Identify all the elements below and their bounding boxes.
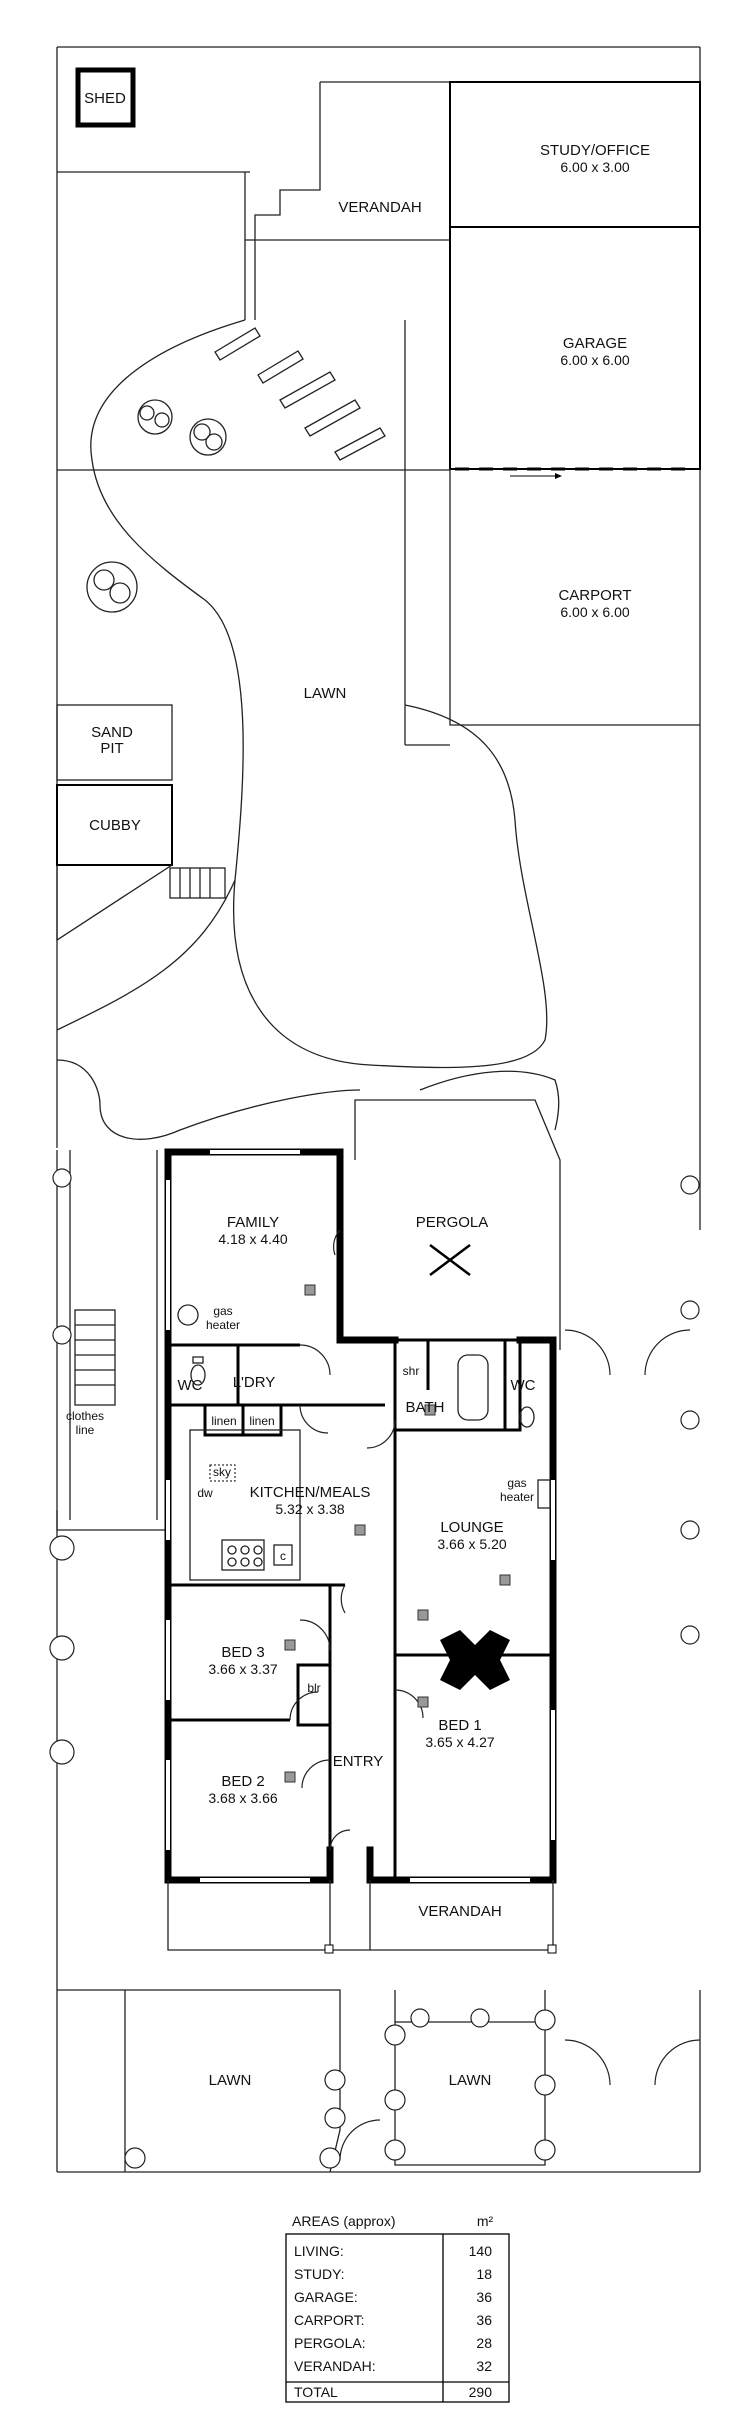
bath-label: BATH — [406, 1399, 445, 1416]
rear-lawn: LAWN — [56, 319, 560, 1140]
family-gas-heater-label-1: gas — [213, 1304, 232, 1318]
kitchen-dimensions: 5.32 x 3.38 — [275, 1501, 344, 1517]
areas-row-label: GARAGE: — [294, 2289, 358, 2305]
clothes-line: clothes line — [56, 1150, 170, 1531]
front-lawn-left: LAWN — [57, 1989, 346, 2173]
sand-pit: SAND PIT — [56, 704, 173, 781]
rear-lawn-label: LAWN — [304, 685, 347, 702]
laundry-label: L'DRY — [233, 1374, 276, 1391]
bed2-dimensions: 3.68 x 3.66 — [208, 1790, 277, 1806]
areas-row-label: PERGOLA: — [294, 2335, 366, 2351]
cubby: CUBBY — [56, 784, 226, 942]
areas-row-label: CARPORT: — [294, 2312, 365, 2328]
verandah-front: VERANDAH — [167, 1880, 557, 1954]
carport: CARPORT 6.00 x 6.00 — [449, 469, 700, 726]
pergola: PERGOLA — [354, 1099, 561, 1350]
lounge-gas-heater-label-1: gas — [507, 1476, 526, 1490]
bed1-label: BED 1 — [438, 1717, 481, 1734]
areas-unit: m² — [477, 2213, 494, 2229]
areas-row-label: LIVING: — [294, 2243, 344, 2259]
entry-label: ENTRY — [333, 1753, 384, 1770]
verandah-rear: VERANDAH — [254, 81, 451, 320]
areas-row-value: 36 — [476, 2289, 492, 2305]
bed1-dimensions: 3.65 x 4.27 — [425, 1734, 494, 1750]
areas-row-label: STUDY: — [294, 2266, 345, 2282]
clothes-line-label-1: clothes — [66, 1409, 104, 1423]
fence-posts — [49, 1168, 700, 1765]
areas-rows: LIVING:140STUDY:18GARAGE:36CARPORT:36PER… — [294, 2243, 492, 2374]
carport-dimensions: 6.00 x 6.00 — [560, 604, 629, 620]
bed3-dimensions: 3.66 x 3.37 — [208, 1661, 277, 1677]
shed-label: SHED — [84, 90, 126, 107]
family-label: FAMILY — [227, 1214, 279, 1231]
cubby-label: CUBBY — [89, 817, 141, 834]
front-lawn-left-label: LAWN — [209, 2072, 252, 2089]
verandah-rear-label: VERANDAH — [338, 199, 421, 216]
kitchen-label: KITCHEN/MEALS — [250, 1484, 371, 1501]
areas-row-value: 28 — [476, 2335, 492, 2351]
garage-dimensions: 6.00 x 6.00 — [560, 352, 629, 368]
garage: GARAGE 6.00 x 6.00 — [449, 226, 701, 479]
study-office: STUDY/OFFICE 6.00 x 3.00 — [449, 81, 701, 228]
boiler-label: blr — [307, 1681, 320, 1695]
areas-total-value: 290 — [469, 2384, 493, 2400]
bed3-label: BED 3 — [221, 1644, 264, 1661]
areas-total-label: TOTAL — [294, 2384, 338, 2400]
clothes-line-label-2: line — [76, 1423, 95, 1437]
front-lawn-right-label: LAWN — [449, 2072, 492, 2089]
linen-label-2: linen — [249, 1414, 274, 1428]
family-gas-heater-label-2: heater — [206, 1318, 240, 1332]
skylight-label: sky — [213, 1465, 231, 1479]
sandpit-label-2: PIT — [100, 740, 123, 757]
family-dimensions: 4.18 x 4.40 — [218, 1231, 287, 1247]
lounge-label: LOUNGE — [440, 1519, 503, 1536]
pergola-label: PERGOLA — [416, 1214, 489, 1231]
paving-strips — [214, 327, 386, 461]
cooktop-c-label: c — [280, 1549, 286, 1563]
carport-label: CARPORT — [558, 587, 631, 604]
areas-row-value: 140 — [469, 2243, 493, 2259]
cubby-steps — [169, 867, 226, 899]
areas-row-value: 36 — [476, 2312, 492, 2328]
areas-title: AREAS (approx) — [292, 2213, 395, 2229]
wc-right-label: WC — [511, 1377, 536, 1394]
dishwasher-label: dw — [197, 1486, 213, 1500]
areas-row-value: 18 — [476, 2266, 492, 2282]
verandah-front-label: VERANDAH — [418, 1903, 501, 1920]
bed2-label: BED 2 — [221, 1773, 264, 1790]
wc-left-label: WC — [178, 1377, 203, 1394]
lounge-dimensions: 3.66 x 5.20 — [437, 1536, 506, 1552]
shower-label: shr — [403, 1364, 420, 1378]
front-lawn-right: LAWN — [384, 1990, 556, 2166]
shed: SHED — [75, 67, 136, 128]
lounge-gas-heater-label-2: heater — [500, 1490, 534, 1504]
linen-label-1: linen — [211, 1414, 236, 1428]
tree-icon — [86, 561, 138, 613]
sandpit-label-1: SAND — [91, 724, 133, 741]
house: FAMILY 4.18 x 4.40 gas heater WC L'DRY l… — [164, 1148, 557, 1884]
front-gates — [339, 2039, 701, 2161]
study-label: STUDY/OFFICE — [540, 142, 650, 159]
tree-icon — [137, 399, 173, 435]
side-gates — [564, 1329, 691, 1376]
garage-label: GARAGE — [563, 335, 627, 352]
study-dimensions: 6.00 x 3.00 — [560, 159, 629, 175]
tree-icon — [189, 418, 227, 456]
areas-row-label: VERANDAH: — [294, 2358, 376, 2374]
areas-row-value: 32 — [476, 2358, 492, 2374]
